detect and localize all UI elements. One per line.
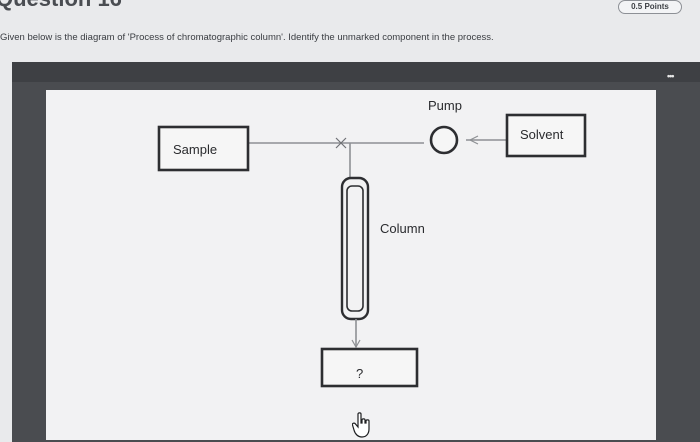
pump-icon	[429, 125, 459, 155]
flow-arrow-icon	[469, 135, 479, 145]
question-prompt: Given below is the diagram of 'Process o…	[0, 32, 494, 43]
solvent-label: Solvent	[520, 127, 564, 142]
outlet-arrow-icon	[351, 339, 361, 349]
unknown-component-label: ?	[356, 366, 364, 381]
question-number: Question 16	[0, 0, 122, 12]
column-label: Column	[380, 221, 425, 236]
points-badge: 0.5 Points	[618, 0, 682, 14]
hand-pointer-icon	[352, 412, 370, 438]
unknown-component-box	[320, 347, 419, 388]
image-frame-header	[12, 62, 700, 82]
sample-label: Sample	[173, 142, 218, 157]
junction-marker-icon	[335, 137, 347, 149]
column-tube-outer	[340, 176, 370, 321]
pump-label: Pump	[428, 98, 462, 113]
column-tube-inner	[346, 185, 364, 312]
sample-box	[157, 125, 250, 172]
solvent-box	[505, 113, 587, 158]
more-options-icon[interactable]: •••	[667, 71, 675, 81]
